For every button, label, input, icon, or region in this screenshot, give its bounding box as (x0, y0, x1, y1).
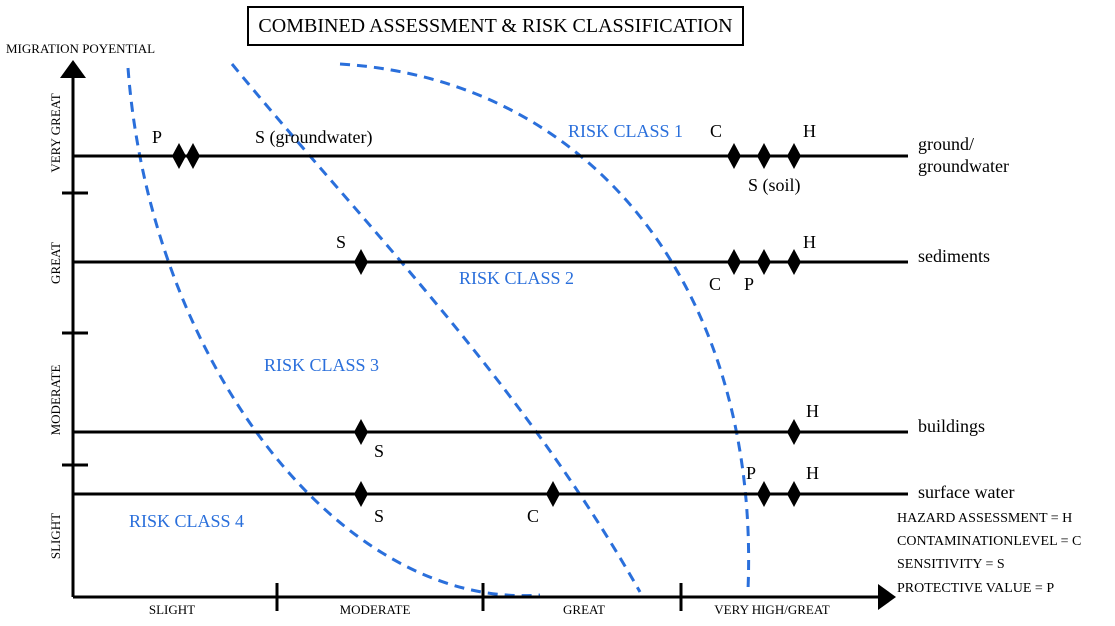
axes (60, 60, 896, 611)
marker-label: C (709, 274, 721, 294)
marker-sediments-p (757, 249, 771, 275)
marker-ground-c (727, 143, 741, 169)
marker-surface-p (757, 481, 771, 507)
marker-label: H (806, 463, 819, 483)
y-axis-title: MIGRATION POYENTIAL (6, 41, 155, 56)
risk-class-1-label: RISK CLASS 1 (568, 121, 683, 141)
y-category-very-great: VERY GREAT (48, 93, 63, 172)
x-axis-arrow (878, 584, 896, 610)
marker-sediments-h (787, 249, 801, 275)
x-category-moderate: MODERATE (340, 602, 411, 617)
marker-ground-h (787, 143, 801, 169)
marker-label: S (374, 506, 384, 526)
marker-ground-s-groundwater (186, 143, 200, 169)
row-label-groundwater: groundwater (918, 156, 1009, 176)
y-category-moderate: MODERATE (48, 365, 63, 436)
legend-item: CONTAMINATIONLEVEL = C (897, 534, 1081, 549)
risk-class-2-label: RISK CLASS 2 (459, 268, 574, 288)
marker-buildings-s (354, 419, 368, 445)
row-label-sediments: sediments (918, 246, 990, 266)
marker-ground-s-soil (757, 143, 771, 169)
marker-surface-s (354, 481, 368, 507)
markers (172, 143, 801, 507)
marker-labels: P S (groundwater) C S (soil) H S C P H S… (152, 121, 819, 526)
marker-label: C (710, 121, 722, 141)
legend-item: SENSITIVITY = S (897, 557, 1005, 572)
marker-buildings-h (787, 419, 801, 445)
legend-item: HAZARD ASSESSMENT = H (897, 511, 1072, 526)
risk-boundary-1 (126, 67, 541, 598)
row-lines (73, 154, 908, 496)
y-category-great: GREAT (48, 242, 63, 284)
y-axis-arrow (60, 60, 86, 78)
y-category-slight: SLIGHT (48, 513, 63, 559)
marker-ground-p (172, 143, 186, 169)
risk-class-4-label: RISK CLASS 4 (129, 511, 244, 531)
risk-class-3-label: RISK CLASS 3 (264, 355, 379, 375)
marker-label: H (803, 121, 816, 141)
marker-label: P (746, 463, 756, 483)
marker-label: P (152, 127, 162, 147)
marker-label: S (336, 232, 346, 252)
row-label-buildings: buildings (918, 416, 985, 436)
x-category-great: GREAT (563, 602, 605, 617)
legend: HAZARD ASSESSMENT = H CONTAMINATIONLEVEL… (897, 511, 1081, 596)
marker-label: H (806, 401, 819, 421)
x-category-very-high-great: VERY HIGH/GREAT (714, 602, 829, 617)
legend-item: PROTECTIVE VALUE = P (897, 581, 1054, 596)
risk-boundary-2 (230, 63, 642, 593)
marker-sediments-c (727, 249, 741, 275)
marker-label: S (soil) (748, 175, 801, 196)
risk-boundary-3 (339, 62, 751, 591)
marker-label: P (744, 274, 754, 294)
diagram-title: COMBINED ASSESSMENT & RISK CLASSIFICATIO… (247, 6, 744, 46)
x-category-slight: SLIGHT (149, 602, 195, 617)
marker-label: S (groundwater) (255, 127, 372, 148)
marker-sediments-s (354, 249, 368, 275)
risk-boundaries (126, 62, 751, 598)
marker-label: C (527, 506, 539, 526)
marker-surface-h (787, 481, 801, 507)
row-label-surface-water: surface water (918, 482, 1014, 502)
marker-label: S (374, 441, 384, 461)
marker-surface-c (546, 481, 560, 507)
marker-label: H (803, 232, 816, 252)
row-label-ground: ground/ (918, 134, 974, 154)
